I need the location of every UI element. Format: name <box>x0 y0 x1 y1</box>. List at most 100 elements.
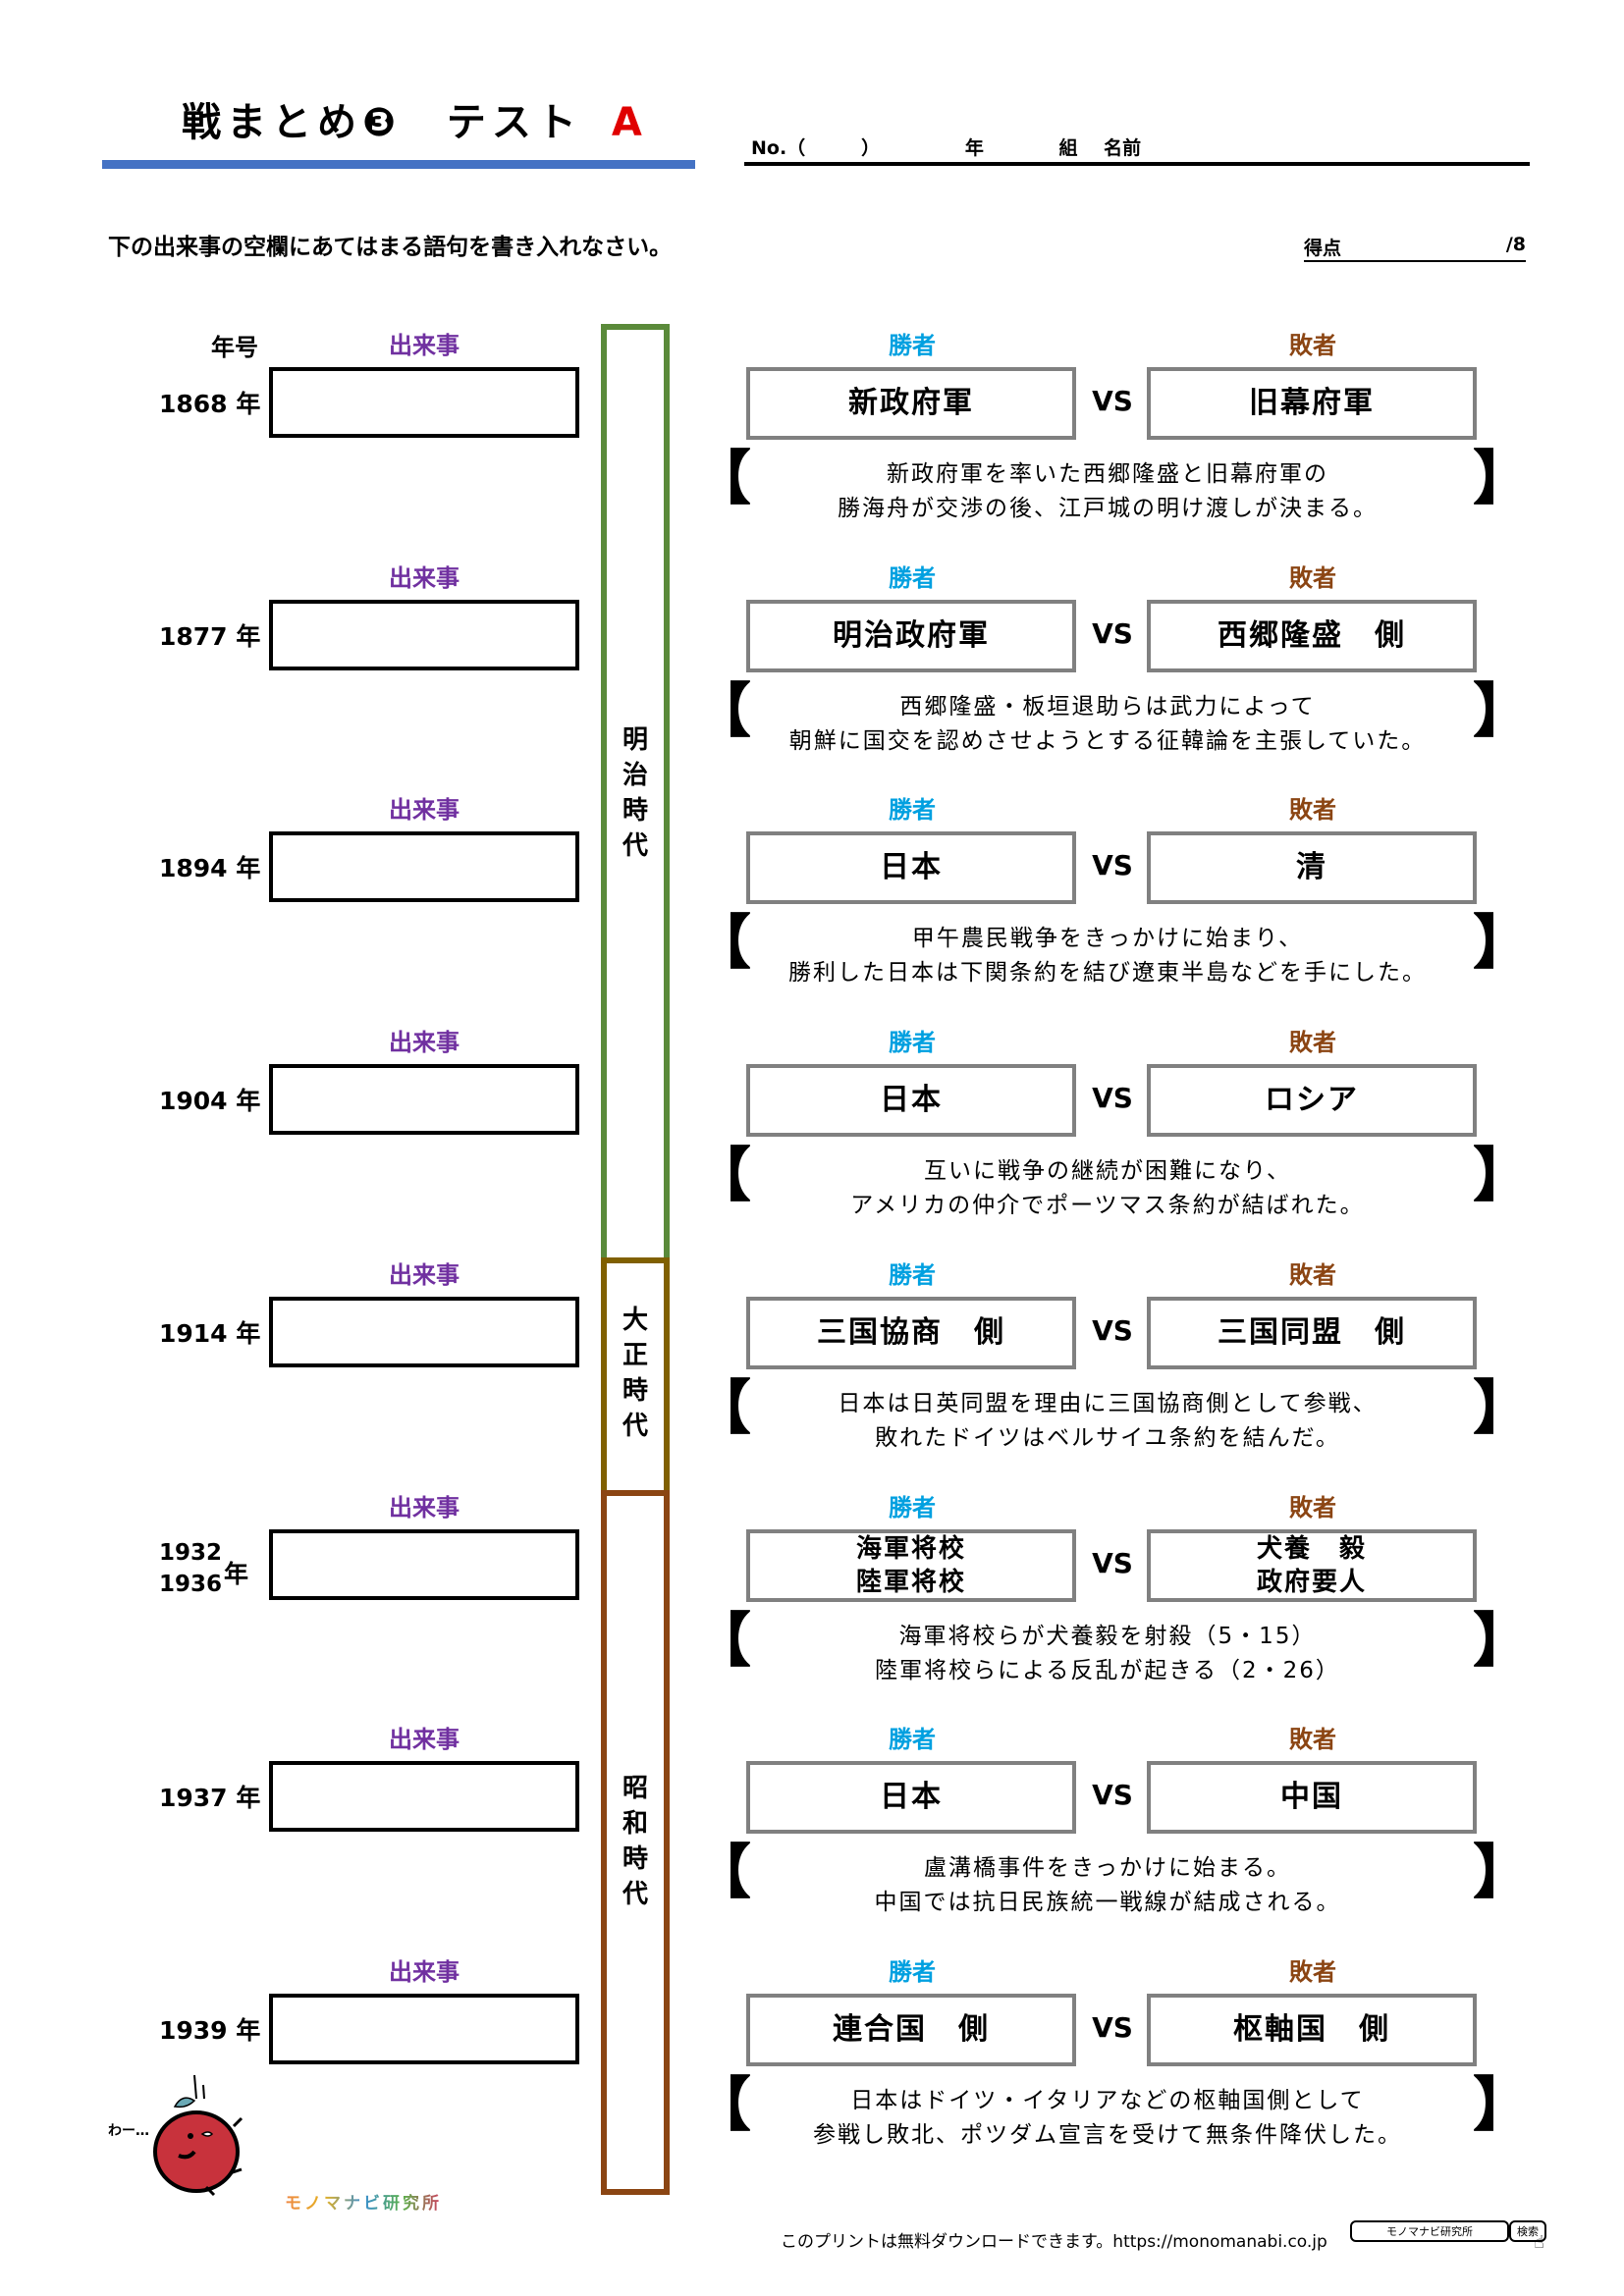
name-label: 名前 <box>1104 137 1142 159</box>
event-answer-box[interactable] <box>269 600 579 670</box>
search-button[interactable]: 検索 <box>1509 2220 1546 2242</box>
winner-box: 日本 <box>746 831 1076 904</box>
close-bracket: 】 <box>1473 1142 1532 1210</box>
winner-box: 日本 <box>746 1761 1076 1834</box>
loser-header: 敗者 <box>1289 796 1336 824</box>
loser-header: 敗者 <box>1289 564 1336 592</box>
score-label: 得点 <box>1304 238 1342 259</box>
year: 1877 年 <box>159 617 260 653</box>
event-header: 出来事 <box>389 1958 460 1986</box>
winner-box: 日本 <box>746 1064 1076 1137</box>
close-bracket: 】 <box>1473 677 1532 746</box>
description-line-2: 参戦し敗北、ポツダム宣言を受けて無条件降伏した。 <box>813 2122 1402 2148</box>
event-description: 日本は日英同盟を理由に三国協商側として参戦、 敗れたドイツはベルサイユ条約を結ん… <box>705 1387 1510 1456</box>
description-line-1: 西郷隆盛・板垣退助らは武力によって <box>899 694 1316 720</box>
event-header: 出来事 <box>389 564 460 592</box>
logo: モノマナビ研究所 <box>285 2189 442 2214</box>
year: 1894 年 <box>159 849 260 884</box>
score-total: /8 <box>1505 234 1526 255</box>
winner-box: 新政府軍 <box>746 367 1076 440</box>
year-end: 1936 <box>159 1572 223 1597</box>
event-header: 出来事 <box>389 796 460 824</box>
event-answer-box[interactable] <box>269 1064 579 1135</box>
event-answer-box[interactable] <box>269 1297 579 1367</box>
event-header: 出来事 <box>389 332 460 359</box>
description-line-1: 日本は日英同盟を理由に三国協商側として参戦、 <box>838 1391 1378 1416</box>
description-line-2: アメリカの仲介でポーツマス条約が結ばれた。 <box>850 1193 1365 1218</box>
year-start: 1932 <box>159 1540 223 1566</box>
vs-label: VS <box>1092 617 1133 650</box>
description-line-2: 勝利した日本は下関条約を結び遼東半島などを手にした。 <box>788 960 1427 986</box>
description-line-1: 海軍将校らが犬養毅を射殺（5・15） <box>898 1624 1317 1649</box>
close-bracket: 】 <box>1473 1607 1532 1676</box>
year-suffix: 年 <box>236 390 261 418</box>
description-line-2: 敗れたドイツはベルサイユ条約を結んだ。 <box>875 1425 1340 1451</box>
winner-header: 勝者 <box>889 564 936 592</box>
logo-text: モノマナビ研究所 <box>285 2194 442 2214</box>
student-info: No.（ ） 年 組 名前 <box>751 133 1141 160</box>
description-line-2: 陸軍将校らによる反乱が起きる（2・26） <box>875 1658 1340 1683</box>
loser-header: 敗者 <box>1289 332 1336 359</box>
loser-header: 敗者 <box>1289 1726 1336 1753</box>
search-button-label: 検索 <box>1517 2225 1539 2238</box>
description-line-1: 新政府軍を率いた西郷隆盛と旧幕府軍の <box>887 461 1328 487</box>
title-underline <box>102 160 695 169</box>
year-value: 1894 <box>159 854 228 882</box>
open-bracket: 【 <box>692 677 751 746</box>
open-bracket: 【 <box>692 1607 751 1676</box>
search-box[interactable]: モノマナビ研究所 <box>1350 2220 1509 2242</box>
year: 1904 年 <box>159 1082 260 1117</box>
loser-box: 西郷隆盛 側 <box>1147 600 1477 672</box>
loser-box: 旧幕府軍 <box>1147 367 1477 440</box>
event-description: 西郷隆盛・板垣退助らは武力によって 朝鮮に国交を認めさせようとする征韓論を主張し… <box>705 690 1510 759</box>
loser-box: 枢軸国 側 <box>1147 1994 1477 2066</box>
year-value: 1904 <box>159 1087 228 1115</box>
event-description: 新政府軍を率いた西郷隆盛と旧幕府軍の 勝海舟が交渉の後、江戸城の明け渡しが決まる… <box>705 457 1510 526</box>
event-header: 出来事 <box>389 1261 460 1289</box>
close-bracket: 】 <box>1473 2071 1532 2140</box>
search-box-text: モノマナビ研究所 <box>1386 2225 1473 2238</box>
open-bracket: 【 <box>692 1142 751 1210</box>
apple-icon <box>153 2074 244 2197</box>
winner-header: 勝者 <box>889 1494 936 1522</box>
score-field[interactable]: 得点 /8 <box>1304 234 1526 262</box>
year: 1939 年 <box>159 2011 260 2047</box>
close-bracket: 】 <box>1473 445 1532 513</box>
event-header: 出来事 <box>389 1494 460 1522</box>
loser-box: 中国 <box>1147 1761 1477 1834</box>
era-meiji: 明治時代 <box>601 324 670 1260</box>
event-answer-box[interactable] <box>269 1529 579 1600</box>
description-line-1: 互いに戦争の継続が困難になり、 <box>923 1158 1292 1184</box>
event-answer-box[interactable] <box>269 1994 579 2064</box>
open-bracket: 【 <box>692 1374 751 1443</box>
winner-header: 勝者 <box>889 1261 936 1289</box>
winner-box: 明治政府軍 <box>746 600 1076 672</box>
year-value: 1914 <box>159 1319 228 1348</box>
year-suffix: 年 <box>236 854 261 882</box>
year-suffix: 年 <box>224 1560 249 1588</box>
year-value: 1877 <box>159 622 228 651</box>
loser-header: 敗者 <box>1289 1261 1336 1289</box>
event-description: 日本はドイツ・イタリアなどの枢軸国側として 参戦し敗北、ポツダム宣言を受けて無条… <box>705 2084 1510 2153</box>
event-answer-box[interactable] <box>269 367 579 438</box>
winner-header: 勝者 <box>889 332 936 359</box>
loser-box: 犬養 毅 政府要人 <box>1147 1529 1477 1602</box>
loser-header: 敗者 <box>1289 1958 1336 1986</box>
description-line-2: 勝海舟が交渉の後、江戸城の明け渡しが決まる。 <box>838 496 1378 521</box>
era-label: 大正時代 <box>622 1306 648 1441</box>
event-answer-box[interactable] <box>269 831 579 902</box>
description-line-2: 中国では抗日民族統一戦線が結成される。 <box>874 1890 1341 1915</box>
year-label: 年 <box>964 137 984 159</box>
mascot-exclamation: わー… <box>108 2123 149 2139</box>
version-label: A <box>611 100 648 145</box>
year-suffix: 年 <box>236 2016 261 2045</box>
mascot-apple: わー… <box>108 2071 255 2199</box>
event-description: 海軍将校らが犬養毅を射殺（5・15） 陸軍将校らによる反乱が起きる（2・26） <box>705 1620 1510 1688</box>
year-value: 1939 <box>159 2016 228 2045</box>
open-bracket: 【 <box>692 1839 751 1907</box>
event-answer-box[interactable] <box>269 1761 579 1832</box>
winner-header: 勝者 <box>889 1958 936 1986</box>
winner-box: 三国協商 側 <box>746 1297 1076 1369</box>
year-suffix: 年 <box>236 1784 261 1812</box>
